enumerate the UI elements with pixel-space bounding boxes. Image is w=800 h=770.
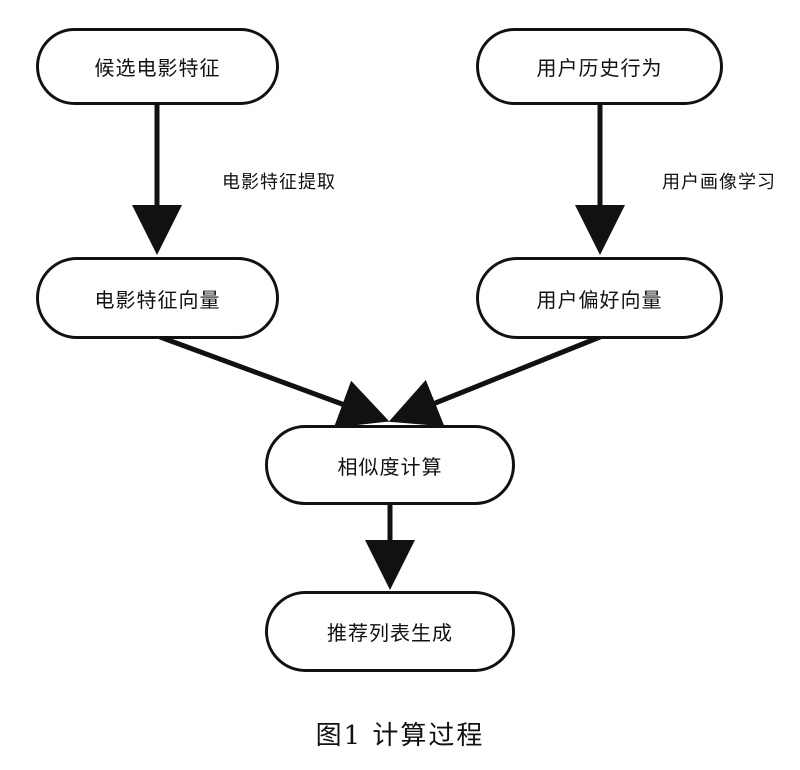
edge-label-movie-feature-extraction: 电影特征提取: [222, 172, 336, 193]
edge-label-user-profile-learning: 用户画像学习: [662, 172, 776, 193]
node-label: 推荐列表生成: [327, 621, 453, 645]
node-similarity-calculation: 相似度计算: [265, 425, 515, 505]
figure-caption: 图1 计算过程: [315, 721, 485, 751]
arrow-movie-vector-to-similarity: [159, 334, 390, 428]
node-label: 用户历史行为: [536, 56, 663, 80]
node-label: 电影特征向量: [94, 287, 221, 312]
node-candidate-movie-features: 候选电影特征: [36, 28, 279, 105]
node-recommendation-list-generation: 推荐列表生成: [265, 591, 515, 672]
node-user-preference-vector: 用户偏好向量: [476, 257, 723, 339]
node-label: 用户偏好向量: [536, 287, 663, 312]
arrow-user-vector-to-similarity: [388, 334, 601, 427]
node-movie-feature-vector: 电影特征向量: [36, 257, 279, 339]
node-user-history-behavior: 用户历史行为: [476, 28, 723, 105]
node-label: 相似度计算: [337, 454, 443, 479]
node-label: 候选电影特征: [94, 56, 221, 80]
